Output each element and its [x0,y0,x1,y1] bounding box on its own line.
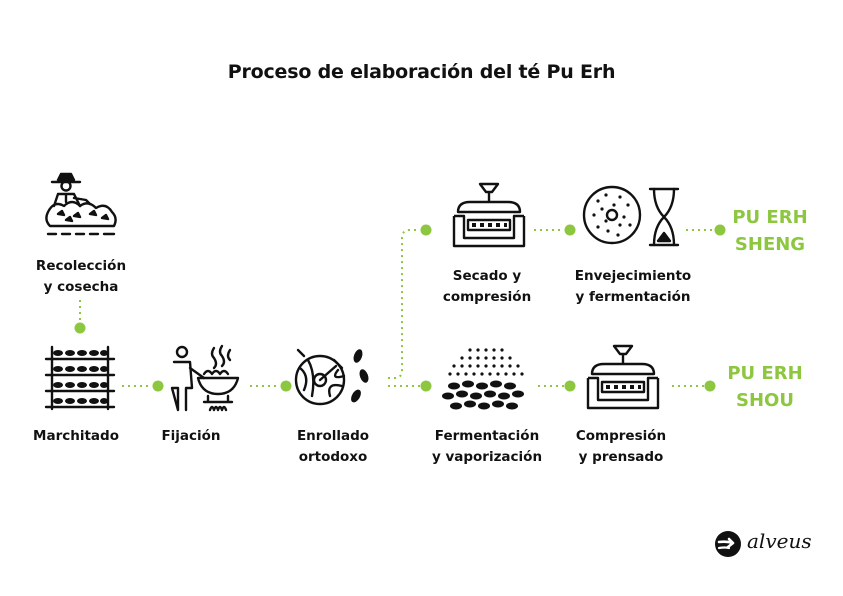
step-label-marchitado: Marchitado [33,428,119,444]
step-label-fermentacion: Fermentación y vaporización [431,428,543,465]
result-pu-erh-sheng: PU ERH SHENG [732,207,808,255]
connector-dot [564,224,576,236]
diagram-title: Proceso de elaboración del té Pu Erh [227,61,616,83]
step-label-fijacion: Fijación [161,428,221,444]
press-icon [452,182,526,248]
brand-mark-icon [715,531,741,557]
aging-cake-hourglass-icon [582,185,680,247]
fermentation-steam-icon [442,348,524,410]
step-label-compresion: Compresión y prensado [575,428,667,465]
step-label-recoleccion: Recolección y cosecha [35,258,127,295]
rolling-machine-icon [294,348,369,406]
connector-dot [564,380,576,392]
brand-logo: alveus [713,527,813,559]
wok-icon [170,344,240,412]
connector-dot [152,380,164,392]
connector-dot [74,322,86,334]
step-label-envejecimiento: Envejecimiento y fermentación [574,268,692,305]
withering-racks-icon [44,345,116,411]
connector-dot [420,380,432,392]
connector-dot [704,380,716,392]
connector-dot [714,224,726,236]
connector-dot [420,224,432,236]
connector-dot [280,380,292,392]
harvest-icon [45,172,117,236]
step-label-enrollado: Enrollado ortodoxo [296,428,370,465]
brand-name: alveus [747,529,812,553]
result-pu-erh-shou: PU ERH SHOU [727,363,803,411]
step-label-secado: Secado y compresión [442,268,532,305]
press-icon [586,344,660,410]
